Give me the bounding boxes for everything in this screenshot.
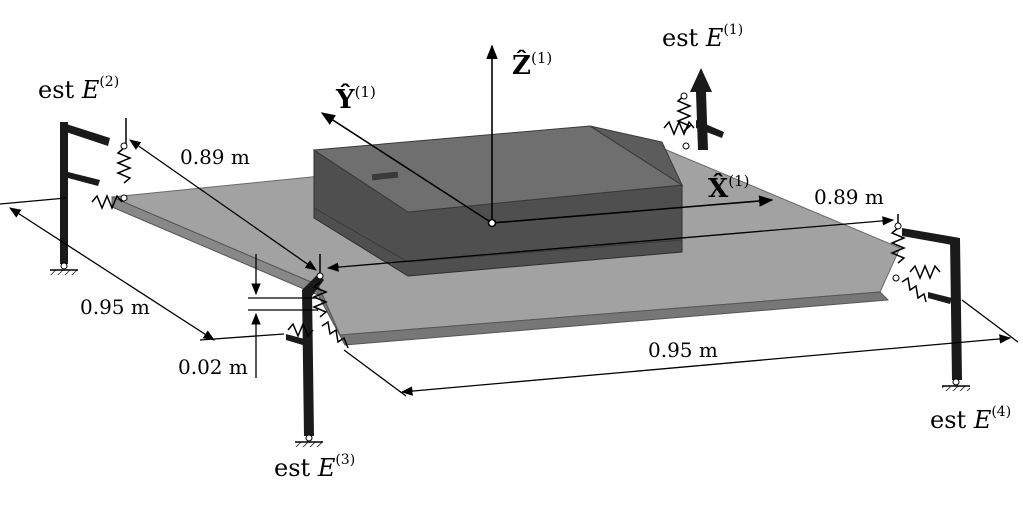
support-1-node [680,92,688,100]
support-2-base-pin [60,262,68,270]
support-1-column [696,92,708,150]
dim-left-side-line [9,207,215,341]
support-3-ground-hatch [295,442,323,447]
dim-right-top-label: 0.89 m [814,185,884,209]
support-4-column [950,238,962,380]
support-3-column [302,290,314,436]
support-3-node [316,272,324,280]
support-3-spring-h [287,322,314,338]
support-2-ground-hatch [50,270,78,275]
dim-front-line [400,334,1012,396]
support-3-spring-d [321,320,349,349]
dim-front-ext-b [961,299,1019,343]
y-axis-label: Ŷ(1) [335,83,376,115]
support-2-node [120,142,128,150]
support-3-arm [302,274,324,296]
support-2-node-b [120,194,128,202]
support-4 [890,214,970,391]
support-3-base-pin [305,434,313,442]
support-2-column [60,122,68,264]
z-axis-label: Ẑ(1) [512,49,552,81]
support-1-arrowhead [690,68,712,92]
dim-front-ext-a [343,349,407,397]
dim-left-side-label: 0.95 m [80,295,150,319]
dimension-lines [0,139,1019,397]
support-4-arm [902,228,960,246]
support-4-brace [928,292,952,304]
support-1 [663,68,724,150]
y-axis-arrow [320,112,493,224]
support-1-node-b [682,142,690,150]
dim-left-top-line [129,139,317,271]
support-4-label: est E(4) [930,404,1011,434]
support-2 [50,118,132,275]
dim-left-top-label: 0.89 m [180,145,250,169]
box-side [589,125,684,187]
dim-front-label: 0.95 m [648,338,718,362]
support-4-base-pin [952,378,960,386]
support-4-node [894,222,902,230]
support-4-ground-hatch [942,386,970,391]
support-4-spring-h [909,264,941,280]
support-1-label: est E(1) [662,22,743,52]
support-2-spring-h [91,194,123,210]
support-3 [286,254,349,447]
support-2-spring-v [116,147,132,184]
support-2-label: est E(2) [38,74,119,104]
dim-right-top-line [326,216,895,272]
support-4-node-b [892,274,900,282]
origin-point [487,218,497,228]
support-1-spring-h [663,120,695,136]
support-3-brace [286,334,308,346]
dim-thickness-label: 0.02 m [178,355,248,379]
x-axis-label: X̂(1) [708,172,749,204]
support-2-brace [68,172,100,186]
support-1-brace [696,120,724,138]
support-3-label: est E(3) [274,452,355,482]
dim-left-side-ext-a [0,197,67,205]
box-slot [371,171,399,181]
support-2-arm [60,122,110,146]
support-4-spring-d [901,276,927,303]
support-3-spring-v [312,281,328,318]
